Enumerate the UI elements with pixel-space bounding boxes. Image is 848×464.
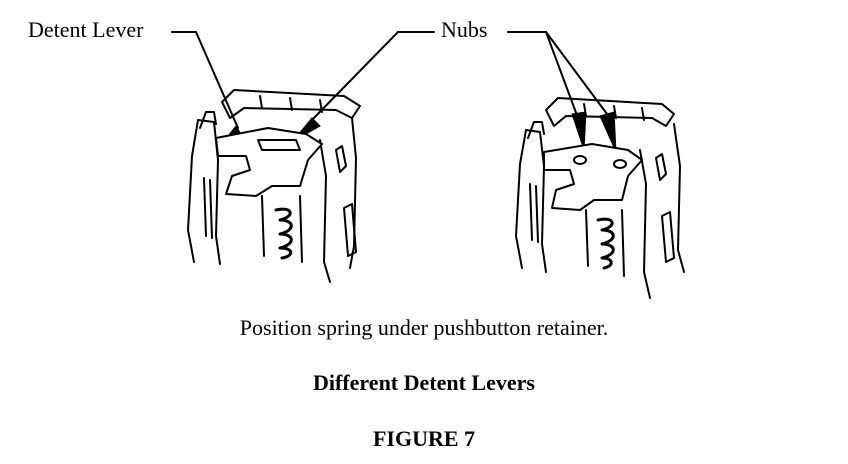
instruction-caption: Position spring under pushbutton retaine…	[239, 315, 609, 340]
figure-number: FIGURE 7	[372, 426, 476, 451]
detent-lever-label: Detent Lever	[28, 17, 144, 42]
magazine-right-figure	[515, 97, 685, 299]
detent-lever-illustrations	[171, 31, 685, 299]
figure-title: Different Detent Levers	[313, 370, 535, 395]
nubs-label: Nubs	[441, 17, 488, 42]
nubs-leader-left-figure	[291, 31, 435, 143]
magazine-left-figure	[187, 89, 361, 283]
nubs-leader-right-figure	[507, 31, 617, 153]
